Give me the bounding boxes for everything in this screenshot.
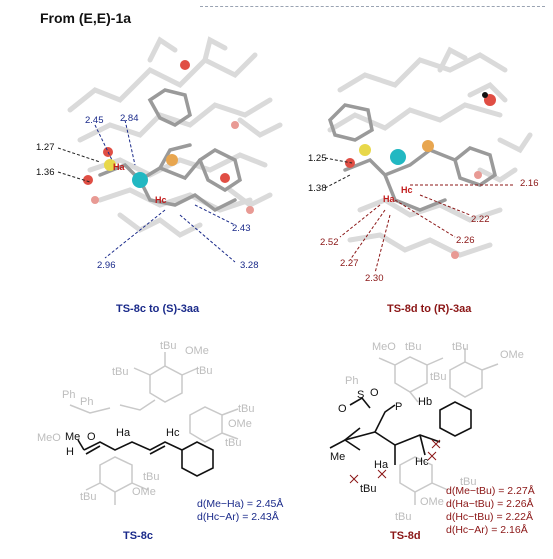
note-line: d(Hc−Ar) = 2.43Å (197, 511, 279, 523)
ts8c-core-label: H (66, 446, 74, 458)
ts-8d-2d-structure (378, 348, 499, 505)
ts-8d-notes: d(Me−tBu) = 2.27Å d(Ha−tBu) = 2.26Å d(Hc… (446, 485, 535, 537)
ts8d-group: OMe (420, 496, 444, 508)
right-atom-label: Ha (383, 194, 395, 204)
ts8c-core-label: Me (65, 431, 80, 443)
right-bond-length: 1.38 (308, 183, 327, 194)
ts8c-group: tBu (112, 366, 129, 378)
top-dashed-separator (200, 6, 545, 7)
ts8c-core-label: Hc (166, 427, 180, 439)
ts-8d-3d-model (324, 46, 533, 274)
left-dist-label: 2.45 (85, 115, 104, 126)
ts8c-group: OMe (185, 345, 209, 357)
left-dist-label: 3.28 (240, 260, 259, 271)
ts8d-core-label: Ha (374, 459, 389, 471)
ts8d-group: OMe (500, 349, 524, 361)
steric-clash-marks (349, 439, 441, 484)
ts8d-group: tBu (452, 341, 469, 353)
ts-8c-3d-model (57, 36, 283, 263)
right-dist-label: 2.30 (365, 273, 384, 284)
right-dist-label: 2.16 (520, 178, 539, 189)
left-dist-label: 2.43 (232, 223, 251, 234)
right-bond-length: 1.25 (308, 153, 327, 164)
left-atom-label: Ha (113, 162, 125, 172)
ts8d-core-label: S (357, 389, 364, 401)
ts8d-core-label: Hb (418, 396, 432, 408)
note-line: d(Hc−tBu) = 2.22Å (446, 511, 533, 523)
ts8c-core-label: Ha (116, 427, 131, 439)
ts8c-group: tBu (196, 365, 213, 377)
ts8c-group: OMe (228, 418, 252, 430)
ts8c-group: tBu (238, 403, 255, 415)
ts8d-core-label: Hc (415, 456, 429, 468)
ts8d-group: MeO (372, 341, 396, 353)
note-line: d(Me−tBu) = 2.27Å (446, 485, 535, 497)
ts-8c-caption: TS-8c (123, 530, 153, 542)
ts8d-core-label: P (395, 401, 402, 413)
ts-8d-core (329, 396, 472, 465)
ts-8c-2d-structure (69, 352, 239, 505)
left-dist-label: 2.96 (97, 260, 116, 271)
ts8d-core-label: Me (330, 451, 345, 463)
ts-8c-notes: d(Me−Ha) = 2.45Å d(Hc−Ar) = 2.43Å (197, 498, 283, 524)
ts8d-group: tBu (395, 511, 412, 523)
right-dist-label: 2.27 (340, 258, 359, 269)
ts8c-group: tBu (143, 471, 160, 483)
section-title: From (E,E)-1a (40, 10, 132, 26)
left-atom-label: Hc (155, 195, 167, 205)
right-atom-label: Hc (401, 185, 413, 195)
ts8d-core-label: O (338, 403, 347, 415)
note-line: d(Ha−tBu) = 2.26Å (446, 498, 534, 510)
ts-8c-core (77, 439, 214, 477)
ts8c-group: OMe (132, 486, 156, 498)
note-line: d(Hc−Ar) = 2.16Å (446, 524, 528, 536)
ts8c-group: tBu (225, 437, 242, 449)
ts8d-group: tBu (405, 341, 422, 353)
right-dist-label: 2.52 (320, 237, 339, 248)
ts8d-group: tBu (460, 476, 477, 488)
ts8c-core-label: O (87, 431, 96, 443)
note-line: d(Me−Ha) = 2.45Å (197, 498, 284, 510)
ts8d-core-label: tBu (360, 483, 377, 495)
right-dist-label: 2.26 (456, 235, 475, 246)
right-dist-label: 2.22 (471, 214, 490, 225)
ts8c-group: tBu (80, 491, 97, 503)
ts-8d-caption: TS-8d (390, 530, 421, 542)
ts8c-group: MeO (37, 432, 61, 444)
ts-8c-3d-caption: TS-8c to (S)-3aa (116, 303, 200, 315)
left-dist-label: 2.84 (120, 113, 139, 124)
ts8d-group: tBu (430, 371, 447, 383)
ts8d-group: Ph (345, 375, 358, 387)
left-bond-length: 1.36 (36, 167, 55, 178)
ts-8d-3d-caption: TS-8d to (R)-3aa (387, 303, 472, 315)
ts8d-core-label: O (370, 387, 379, 399)
left-bond-length: 1.27 (36, 142, 55, 153)
ts8c-group: Ph (62, 389, 75, 401)
ts8c-group: Ph (80, 396, 93, 408)
ts8c-group: tBu (160, 340, 177, 352)
